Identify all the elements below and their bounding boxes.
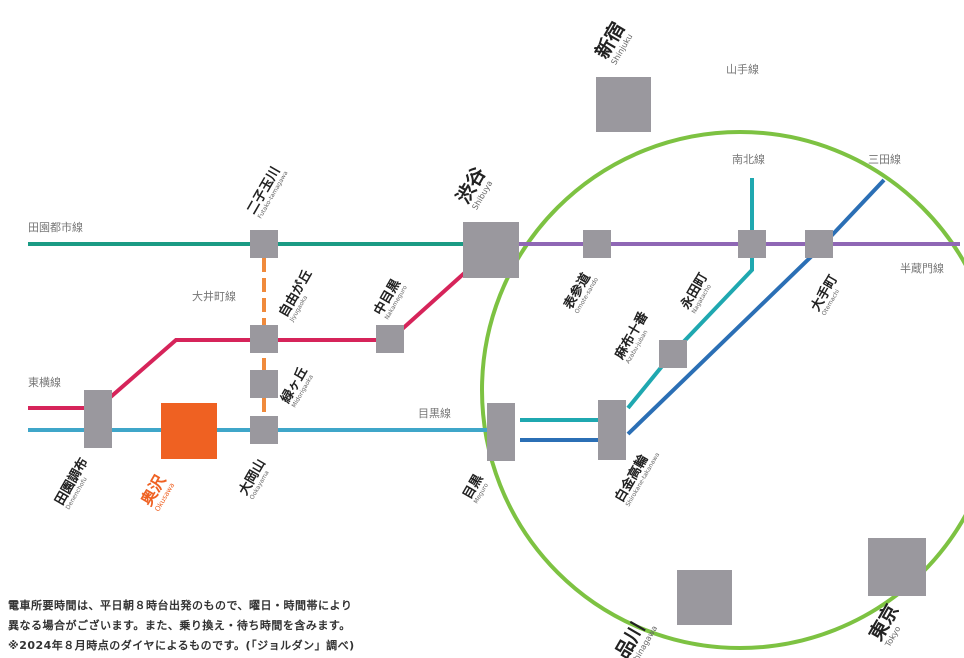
label-ookayama: 大岡山 Ookayama	[236, 456, 271, 501]
station-futakotamagawa	[250, 230, 278, 258]
station-shibuya	[463, 222, 519, 278]
label-denenchofu: 田園調布 Denenchofu	[52, 455, 92, 511]
note-line-2: 異なる場合がございます。また、乗り換え・待ち時間を含みます。	[8, 619, 351, 632]
line-label-hanzomon: 半蔵門線	[900, 261, 944, 275]
station-shinjuku	[596, 77, 651, 132]
label-meguro: 目黒 Meguro	[460, 471, 490, 505]
line-label-meguro: 目黒線	[418, 406, 451, 420]
station-otemachi	[805, 230, 833, 258]
station-shinagawa	[677, 570, 732, 625]
yamanote-line	[480, 130, 964, 650]
station-okusawa	[161, 403, 217, 459]
line-label-mita: 三田線	[868, 152, 901, 166]
label-okusawa: 奥沢 Okusawa	[137, 471, 176, 513]
station-nagatacho	[738, 230, 766, 258]
line-label-oimachi: 大井町線	[192, 289, 236, 303]
label-jiyugaoka: 自由が丘 Jiyugaoka	[276, 267, 316, 324]
label-nagatacho: 永田町 Nagatacho	[677, 270, 713, 315]
namboku-line	[626, 178, 754, 410]
station-jiyugaoka	[250, 325, 278, 353]
label-shibuya: 渋谷 Shibuya	[451, 162, 494, 211]
note-line-1: 電車所要時間は、平日朝８時台出発のもので、曜日・時間帯により	[8, 599, 353, 612]
label-shinjuku: 新宿 Shinjuku	[590, 18, 634, 66]
label-shinagawa: 品川 Shinagawa	[611, 619, 659, 658]
line-label-namboku: 南北線	[732, 152, 765, 166]
mita-line	[626, 178, 886, 436]
note-line-3: ※2024年８月時点のダイヤによるものです。(「ジョルダン」調べ)	[8, 639, 355, 652]
label-midorigaoka: 緑ヶ丘 Midorigaoka	[278, 364, 316, 409]
station-azabujuban	[659, 340, 687, 368]
label-nakameguro: 中目黒 Nakameguro	[371, 276, 409, 321]
station-meguro	[487, 403, 515, 461]
label-omotesando: 表参道 Omote-sando	[560, 270, 600, 315]
station-midorigaoka	[250, 370, 278, 398]
station-shirokanetakanawa	[598, 400, 626, 460]
svg-text:東京: 東京	[864, 600, 903, 644]
line-label-yamanote: 山手線	[726, 62, 759, 76]
station-omotesando	[583, 230, 611, 258]
label-futakotamagawa: 二子玉川 Futako-tamagawa	[244, 164, 289, 220]
station-ookayama	[250, 416, 278, 444]
label-otemachi: 大手町 Otemachi	[808, 272, 842, 317]
line-label-denentoshi: 田園都市線	[28, 220, 83, 234]
station-tokyo	[868, 538, 926, 596]
station-denenchofu	[84, 390, 112, 448]
toyoko-line	[28, 248, 492, 410]
label-azabujuban: 麻布十番 Azabu-juban	[611, 308, 652, 365]
line-label-toyoko: 東横線	[28, 375, 61, 389]
station-nakameguro	[376, 325, 404, 353]
label-tokyo: 東京 Tokyo	[864, 600, 903, 649]
